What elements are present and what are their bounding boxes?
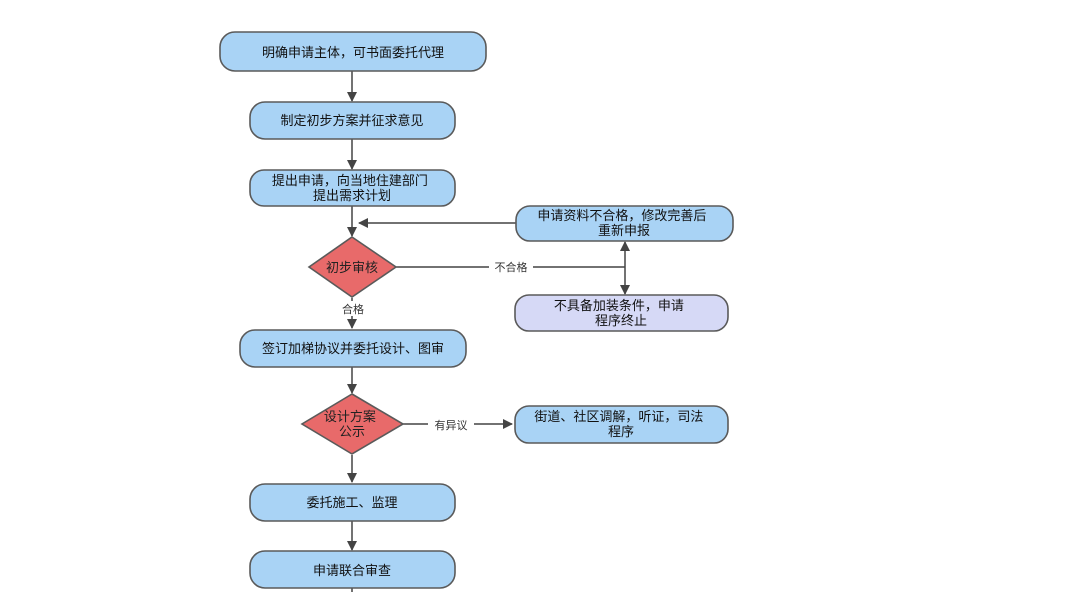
node-mediation-text: 街道、社区调解，听证，司法 程序	[534, 409, 707, 440]
node-submit-application-text: 提出申请，向当地住建部门 提出需求计划	[272, 173, 432, 204]
flow-nodes: 明确申请主体，可书面委托代理 制定初步方案并征求意见 提出申请，向当地住建部门 …	[219, 31, 734, 589]
node-submit-application: 提出申请，向当地住建部门 提出需求计划	[249, 169, 456, 207]
decision-initial-review-text: 初步审核	[326, 261, 378, 276]
node-draft-plan-text: 制定初步方案并征求意见	[280, 113, 423, 129]
node-apply-subject-text: 明确申请主体，可书面委托代理	[262, 46, 444, 61]
node-construction: 委托施工、监理	[249, 483, 456, 522]
decision-design-publicity: 设计方案 公示	[300, 393, 405, 455]
node-joint-review-text: 申请联合审查	[313, 564, 391, 579]
node-sign-agreement-text: 签订加梯协议并委托设计、图审	[262, 341, 444, 357]
node-mediation: 街道、社区调解，听证，司法 程序	[514, 405, 729, 444]
decision-initial-review: 初步审核	[307, 236, 398, 298]
node-terminate-text: 不具备加装条件，申请 程序终止	[554, 298, 688, 329]
node-construction-text: 委托施工、监理	[306, 496, 397, 511]
decision-design-publicity-text: 设计方案 公示	[324, 409, 380, 440]
node-resubmit-text: 申请资料不合格，修改完善后 重新申报	[537, 208, 710, 239]
node-joint-review: 申请联合审查	[249, 550, 456, 589]
node-resubmit: 申请资料不合格，修改完善后 重新申报	[515, 205, 734, 242]
label-qualified: 合格	[342, 302, 364, 316]
edge-labels: 不合格 合格 有异议	[337, 259, 533, 432]
node-apply-subject: 明确申请主体，可书面委托代理	[219, 31, 487, 72]
node-terminate: 不具备加装条件，申请 程序终止	[514, 294, 729, 332]
node-draft-plan: 制定初步方案并征求意见	[249, 101, 456, 140]
label-objection: 有异议	[435, 418, 468, 432]
node-sign-agreement: 签订加梯协议并委托设计、图审	[239, 329, 467, 368]
label-unqualified: 不合格	[495, 260, 528, 274]
